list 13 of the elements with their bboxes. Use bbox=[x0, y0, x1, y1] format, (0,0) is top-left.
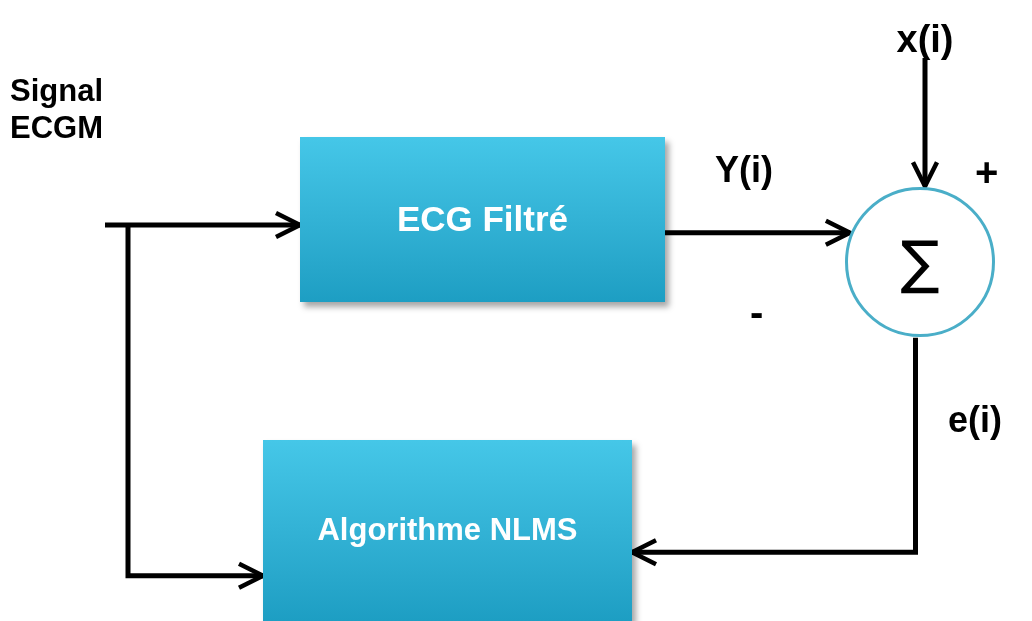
node-text: x(i) bbox=[896, 20, 954, 58]
edge-label: e(i) bbox=[948, 402, 1002, 438]
process-box bbox=[300, 137, 665, 302]
node-text: Algorithme NLMS bbox=[317, 511, 578, 550]
sign-label: + bbox=[975, 152, 999, 192]
sigma-symbol: ∑ bbox=[900, 226, 940, 298]
arrow bbox=[910, 58, 940, 189]
process-box bbox=[263, 440, 632, 621]
sign-label: - bbox=[750, 292, 764, 332]
arrow bbox=[665, 218, 853, 247]
edge-label: Y(i) bbox=[715, 152, 773, 188]
input-label: Signal ECGM bbox=[10, 72, 104, 147]
node-text: ECG Filtré bbox=[396, 198, 569, 241]
